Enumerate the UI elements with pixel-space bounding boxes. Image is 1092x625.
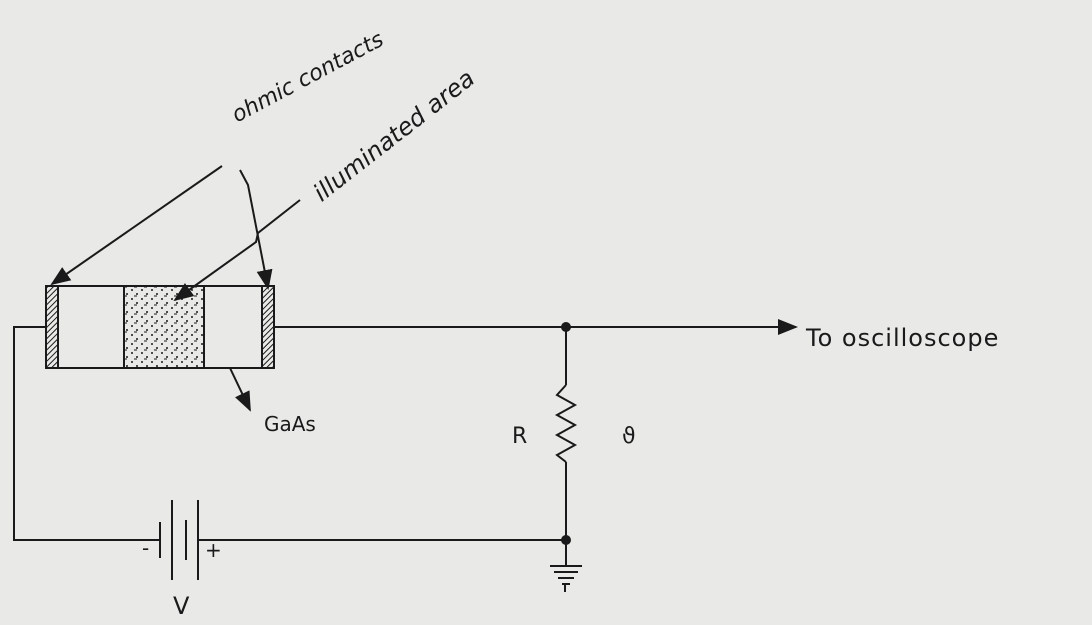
pointer-illuminated-area (173, 199, 301, 302)
battery-symbol (155, 500, 202, 580)
battery-voltage-label: V (173, 592, 190, 620)
pointer-left-contact (50, 165, 223, 286)
junction-top (561, 322, 571, 332)
left-wire (13, 326, 155, 541)
resistor-symbol (554, 384, 578, 463)
junction-bottom (561, 535, 571, 545)
battery-plus-label: + (205, 538, 222, 562)
illuminated-area (123, 285, 205, 369)
output-voltage-label: ϑ (622, 424, 636, 449)
oscilloscope-label: To oscilloscope (806, 324, 1000, 352)
ground-symbol (550, 565, 582, 592)
gaas-label: GaAs (264, 412, 316, 436)
right-ohmic-contact (261, 285, 275, 369)
left-ohmic-contact (45, 285, 59, 369)
pointer-gaas (229, 367, 251, 412)
pointer-right-contact (239, 169, 273, 290)
battery-minus-label: - (142, 536, 150, 560)
resistor-label: R (512, 424, 528, 449)
